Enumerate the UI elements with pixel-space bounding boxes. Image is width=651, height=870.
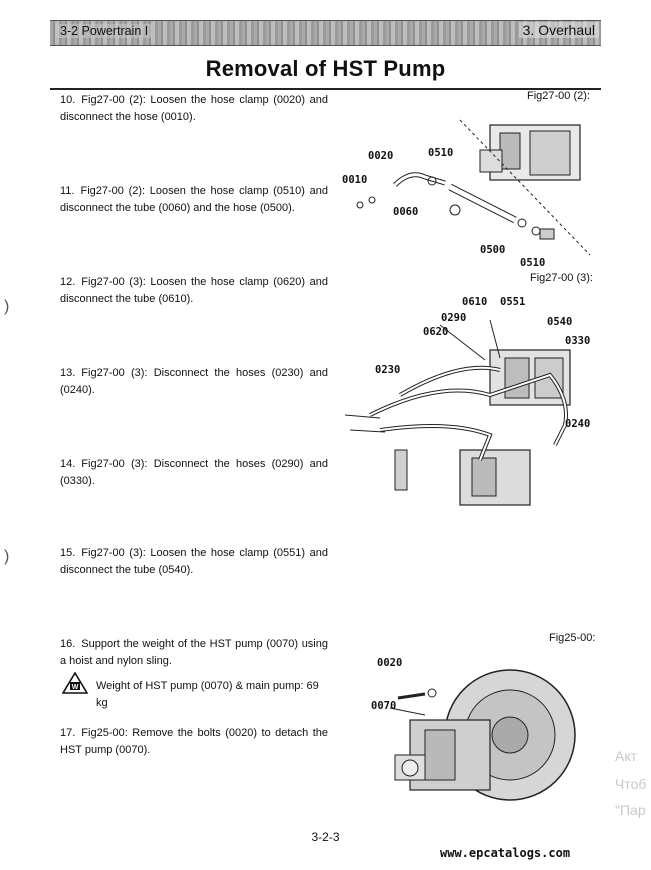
- ghost-text: Чтоб: [615, 776, 647, 792]
- callout-0330: 0330: [565, 335, 591, 347]
- step-number: 11.: [60, 185, 75, 197]
- step-text: Fig25-00: Remove the bolts (0020) to det…: [60, 727, 328, 756]
- step-text: Fig27-00 (3): Disconnect the hoses (0230…: [60, 367, 328, 396]
- step-12: 12.Fig27-00 (3): Loosen the hose clamp (…: [60, 274, 328, 308]
- watermark-url: www.epcatalogs.com: [440, 846, 571, 860]
- ghost-text: "Пар: [615, 802, 646, 818]
- figure-label-fig25: Fig25-00:: [549, 632, 596, 644]
- callout-0551: 0551: [500, 296, 526, 308]
- step-10: 10.Fig27-00 (2): Loosen the hose clamp (…: [60, 92, 328, 126]
- figure-label-fig27-3: Fig27-00 (3):: [530, 272, 593, 284]
- step-number: 15.: [60, 547, 76, 559]
- callout-0510: 0510: [428, 147, 454, 159]
- ghost-text: Акт: [615, 748, 638, 764]
- step-number: 14.: [60, 458, 76, 470]
- callout-0290: 0290: [441, 312, 467, 324]
- binding-hole-mark: ): [4, 548, 10, 565]
- step-number: 13.: [60, 367, 76, 379]
- figure-hose-diagram: [356, 119, 591, 256]
- callout-0070: 0070: [371, 700, 397, 712]
- step-text: Support the weight of the HST pump (0070…: [60, 638, 328, 667]
- step-number: 16.: [60, 638, 76, 650]
- chapter-label: 3. Overhaul: [518, 22, 599, 38]
- step-text: Fig27-00 (3): Disconnect the hoses (0290…: [60, 458, 328, 487]
- figure-hst-pump-diagram: [389, 669, 576, 801]
- callout-0500: 0500: [480, 244, 506, 256]
- step-14: 14.Fig27-00 (3): Disconnect the hoses (0…: [60, 456, 328, 490]
- callout-0020: 0020: [368, 150, 394, 162]
- callout-0230: 0230: [375, 364, 401, 376]
- section-label: 3-2 Powertrain I: [56, 24, 153, 38]
- callout-0510-lower: 0510: [520, 257, 546, 269]
- weight-warning-icon: W: [62, 672, 88, 694]
- step-15: 15.Fig27-00 (3): Loosen the hose clamp (…: [60, 545, 328, 579]
- page-title: Removal of HST Pump: [205, 56, 446, 81]
- step-text: Fig27-00 (2): Loosen the hose clamp (002…: [60, 94, 328, 123]
- callout-0620: 0620: [423, 326, 449, 338]
- title-divider: [50, 88, 601, 90]
- svg-text:W: W: [72, 684, 79, 691]
- callout-0060: 0060: [393, 206, 419, 218]
- callout-0240: 0240: [565, 418, 591, 430]
- step-text: Fig27-00 (2): Loosen the hose clamp (051…: [60, 185, 328, 214]
- figure-label-fig27-2: Fig27-00 (2):: [527, 90, 590, 102]
- step-13: 13.Fig27-00 (3): Disconnect the hoses (0…: [60, 365, 328, 399]
- step-11: 11.Fig27-00 (2): Loosen the hose clamp (…: [60, 183, 328, 217]
- step-number: 17.: [60, 727, 76, 739]
- step-text: Fig27-00 (3): Loosen the hose clamp (062…: [60, 276, 328, 305]
- page-number: 3-2-3: [311, 830, 340, 844]
- step-text: Fig27-00 (3): Loosen the hose clamp (055…: [60, 547, 328, 576]
- step-16: 16.Support the weight of the HST pump (0…: [60, 636, 328, 670]
- callout-0610: 0610: [462, 296, 488, 308]
- step-17: 17.Fig25-00: Remove the bolts (0020) to …: [60, 725, 328, 759]
- callout-0540: 0540: [547, 316, 573, 328]
- figure-pump-lines-diagram: [344, 319, 571, 506]
- step-number: 12.: [60, 276, 76, 288]
- callout-0020-bolts: 0020: [377, 657, 403, 669]
- callout-0010: 0010: [342, 174, 368, 186]
- step-number: 10.: [60, 94, 76, 106]
- warning-text: Weight of HST pump (0070) & main pump: 6…: [96, 680, 319, 709]
- binding-hole-mark: ): [4, 298, 10, 315]
